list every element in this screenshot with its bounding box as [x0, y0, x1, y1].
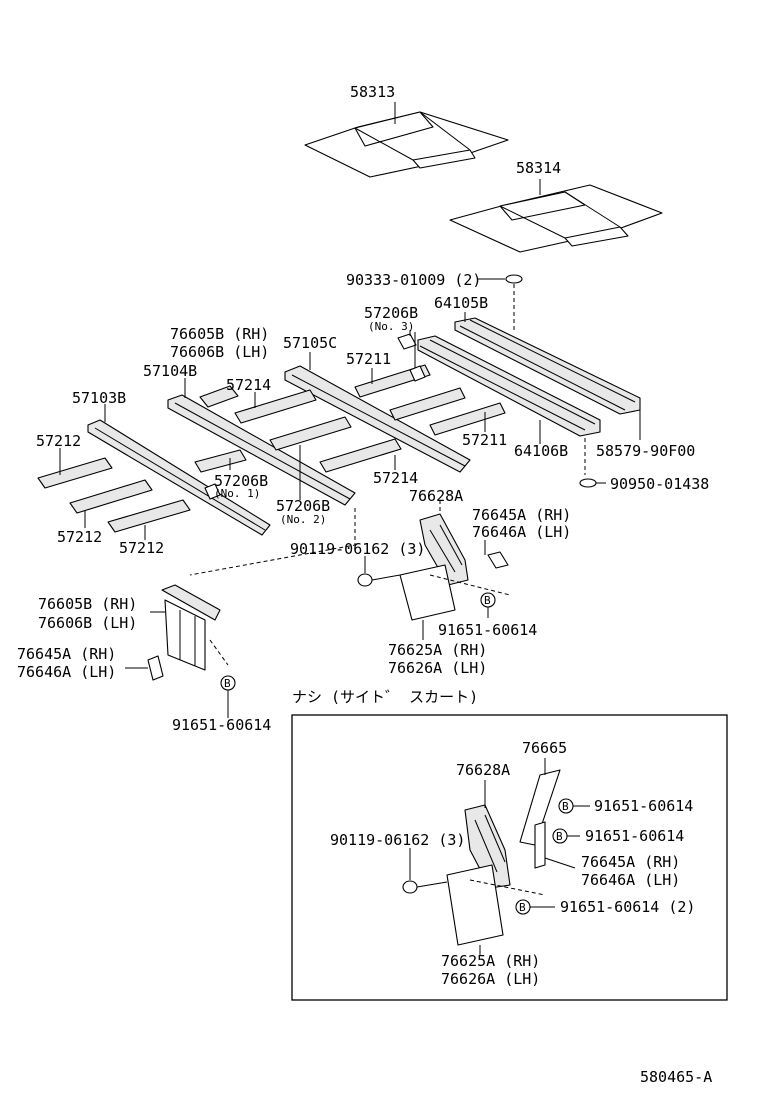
label-76645a-rh-left: 76645A (RH) [17, 645, 116, 663]
cross-member-57212-b [69, 479, 153, 514]
label-57206b-no1: 57206B [214, 472, 268, 490]
bolt-b-box-3-letter: B [519, 901, 526, 914]
label-57105c: 57105C [283, 334, 337, 352]
label-57212-b: 57212 [57, 528, 102, 546]
label-76665: 76665 [522, 739, 567, 757]
bracket-76645a-top [487, 551, 509, 569]
cross-member-57212-c [107, 499, 191, 533]
floor-frame-57103b [87, 419, 271, 536]
label-57211-a: 57211 [346, 350, 391, 368]
bracket-76645a-left [147, 655, 164, 681]
floor-frame-57105c [284, 365, 471, 473]
label-90950: 90950-01438 [610, 475, 709, 493]
plug-90950 [579, 478, 597, 488]
label-57103b: 57103B [72, 389, 126, 407]
label-58314: 58314 [516, 159, 561, 177]
plug-90333 [505, 274, 523, 284]
bolt-b-box-1-letter: B [562, 800, 569, 813]
diagram-code: 580465-A [640, 1068, 712, 1086]
bolt-b-mid-letter: B [484, 594, 491, 607]
cross-member-57212-a [37, 457, 113, 489]
bracket-76605b-left [161, 584, 221, 671]
mud-guard-plate-76625a-top [399, 564, 456, 621]
label-64106b: 64106B [514, 442, 568, 460]
label-57214-b: 57214 [373, 469, 418, 487]
floor-mat-58313 [304, 111, 509, 178]
label-76606b-lh-top: 76606B (LH) [170, 343, 269, 361]
side-rail-64106b [397, 333, 601, 437]
bolt-b-left-letter: B [224, 677, 231, 690]
bolt-90119-top [357, 573, 401, 587]
label-76646a-lh-left: 76646A (LH) [17, 663, 116, 681]
cross-member-57211-c [429, 402, 506, 436]
label-76625a-rh-top: 76625A (RH) [388, 641, 487, 659]
label-76646a-lh-box: 76646A (LH) [581, 871, 680, 889]
label-57211-b: 57211 [462, 431, 507, 449]
label-76625a-rh-box: 76625A (RH) [441, 952, 540, 970]
label-91651-mid: 91651-60614 [438, 621, 537, 639]
label-91651-box1: 91651-60614 [594, 797, 693, 815]
label-76645a-rh-box: 76645A (RH) [581, 853, 680, 871]
bracket-76645a-box [534, 821, 546, 869]
cross-member-57214-b [269, 416, 402, 473]
label-91651-left: 91651-60614 [172, 716, 271, 734]
variant-inset-box [291, 714, 728, 1001]
label-no1: (No. 1) [214, 487, 260, 500]
label-76606b-lh-left: 76606B (LH) [38, 614, 137, 632]
label-90119-box: 90119-06162 (3) [330, 831, 465, 849]
bolt-b-box-2-letter: B [556, 830, 563, 843]
label-58313: 58313 [350, 83, 395, 101]
cross-member-57206b-1 [194, 449, 247, 500]
cross-member-57206b-3 [409, 365, 426, 382]
label-76628a-box: 76628A [456, 761, 510, 779]
label-76628a-top: 76628A [409, 487, 463, 505]
label-76605b-rh-top: 76605B (RH) [170, 325, 269, 343]
label-57104b: 57104B [143, 362, 197, 380]
label-90119-top: 90119-06162 (3) [290, 540, 425, 558]
label-no2: (No. 2) [280, 513, 326, 526]
floor-frame-57104b [167, 394, 356, 506]
label-58579: 58579-90F00 [596, 442, 695, 460]
label-57206b-no3: 57206B [364, 304, 418, 322]
floor-mat-58314 [449, 184, 663, 253]
label-76646a-lh-top: 76646A (LH) [472, 523, 571, 541]
inset-title: ナシ (サイト゛ スカート) [292, 688, 478, 706]
label-57214-a: 57214 [226, 376, 271, 394]
cross-member-57214-a [199, 385, 317, 424]
label-57212-c: 57212 [119, 539, 164, 557]
label-76626a-lh-top: 76626A (LH) [388, 659, 487, 677]
mud-guard-plate-76625a-box [446, 864, 504, 946]
cross-member-57211-b [389, 387, 466, 421]
mud-guard-76628a-top [419, 513, 469, 586]
label-64105b: 64105B [434, 294, 488, 312]
label-57206b-no2: 57206B [276, 497, 330, 515]
label-90333: 90333-01009 (2) [346, 271, 481, 289]
label-76645a-rh-top: 76645A (RH) [472, 506, 571, 524]
label-57212-a: 57212 [36, 432, 81, 450]
label-91651-box3: 91651-60614 (2) [560, 898, 695, 916]
label-76626a-lh-box: 76626A (LH) [441, 970, 540, 988]
bolt-90119-box [402, 880, 448, 894]
label-76605b-rh-left: 76605B (RH) [38, 595, 137, 613]
label-91651-box2: 91651-60614 [585, 827, 684, 845]
label-no3: (No. 3) [368, 320, 414, 333]
